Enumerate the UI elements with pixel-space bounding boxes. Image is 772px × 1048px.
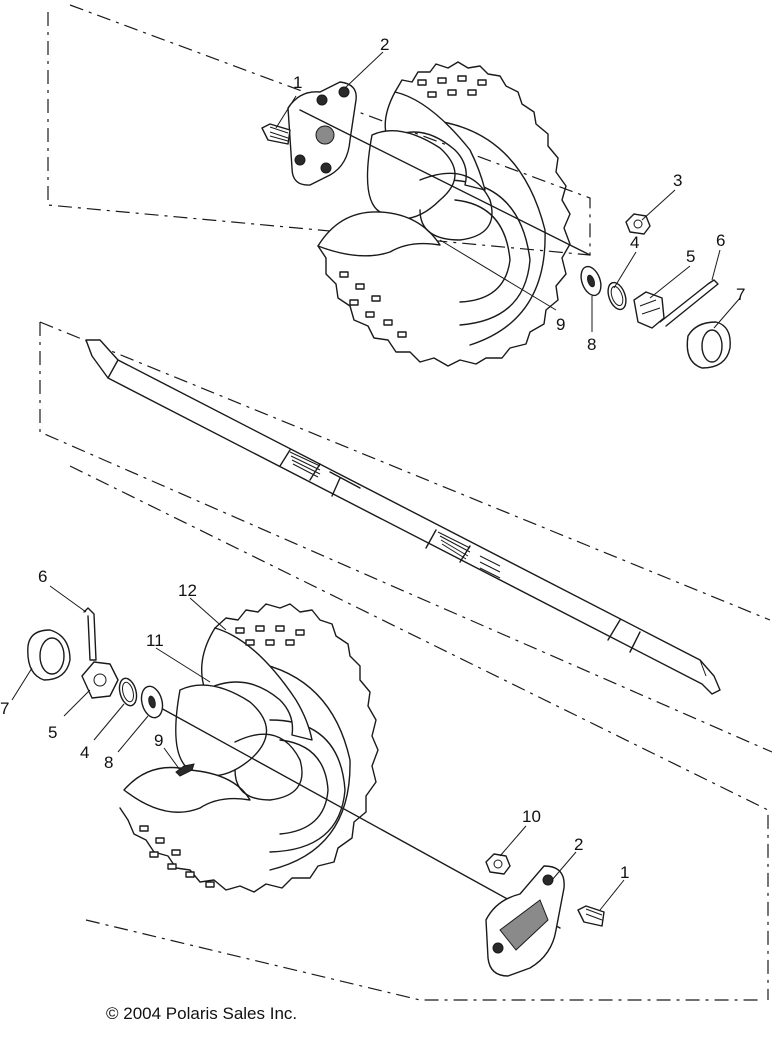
bottom-rim-core	[175, 684, 268, 777]
bottom-tire-outer	[119, 603, 379, 893]
callout-top-5: 5	[686, 247, 695, 266]
bottom-nut-10	[485, 853, 511, 875]
bottom-washer-8	[140, 685, 164, 719]
bottom-bolt	[577, 905, 605, 927]
bottom-hub	[485, 865, 565, 977]
callout-top-1: 1	[293, 73, 302, 92]
top-rim-core	[366, 129, 456, 220]
callout-bottom-11: 11	[146, 631, 164, 650]
callouts-top: 1 2 3 4 5 6 7 8 9	[293, 35, 745, 354]
callout-bottom-8: 8	[104, 753, 113, 772]
bottom-rim-ring-2	[279, 739, 329, 835]
callout-bottom-2: 2	[574, 835, 583, 854]
top-rim-ring-2	[454, 199, 511, 303]
callouts-bottom: 6 12 11 7 5 4 8 9 10 2 1	[0, 567, 629, 882]
top-tire-outer	[317, 61, 571, 367]
top-nut-3	[625, 213, 651, 235]
top-hub	[287, 81, 357, 186]
bottom-castle-nut-5	[81, 661, 119, 699]
top-bolt	[261, 123, 291, 145]
top-rim-ring-1	[444, 179, 531, 326]
bottom-rim-lower-half	[123, 766, 251, 813]
top-tread-blocks	[339, 75, 487, 338]
frame-axle	[39, 321, 772, 753]
bottom-tire-inner-rim	[239, 659, 351, 871]
callout-bottom-5: 5	[48, 723, 57, 742]
top-washer-8	[580, 265, 602, 297]
callout-bottom-1: 1	[620, 863, 629, 882]
bottom-cap-7	[27, 629, 71, 681]
bottom-rim-hub-ring	[234, 733, 303, 801]
callout-top-2: 2	[380, 35, 389, 54]
top-cap-7	[686, 321, 731, 369]
top-rim-hub-ring	[419, 172, 493, 241]
callout-top-6: 6	[716, 231, 725, 250]
top-wheel	[317, 61, 571, 367]
callout-bottom-12: 12	[178, 581, 197, 600]
top-axis-line	[299, 109, 591, 256]
top-castle-nut-5	[633, 291, 665, 329]
callout-bottom-9: 9	[154, 731, 163, 750]
callout-top-3: 3	[673, 171, 682, 190]
callout-bottom-6: 6	[38, 567, 47, 586]
top-ring-4	[607, 281, 627, 311]
callout-bottom-7: 7	[0, 699, 9, 718]
axle-spline-left	[289, 451, 321, 478]
top-tire-inner-rim	[429, 119, 546, 346]
callout-top-7: 7	[736, 285, 745, 304]
callout-top-8: 8	[587, 335, 596, 354]
copyright-text: © 2004 Polaris Sales Inc.	[106, 1004, 298, 1023]
callout-top-9: 9	[556, 315, 565, 334]
leader-lines	[11, 51, 741, 911]
axle	[85, 339, 721, 695]
top-cotter-pin-6	[659, 279, 719, 327]
frame-bottom-wheel	[69, 465, 769, 1001]
bottom-tread-blocks	[139, 625, 305, 888]
bottom-axis-line	[149, 701, 561, 929]
callout-top-4: 4	[630, 233, 639, 252]
top-rim-lower-half	[317, 211, 441, 257]
callout-bottom-4: 4	[80, 743, 89, 762]
bottom-ring-4	[118, 677, 138, 707]
callout-bottom-10: 10	[522, 807, 541, 826]
bottom-valve-stem-9	[175, 763, 195, 777]
bottom-cotter-pin-6	[83, 607, 97, 661]
axle-spline-right	[437, 531, 501, 579]
